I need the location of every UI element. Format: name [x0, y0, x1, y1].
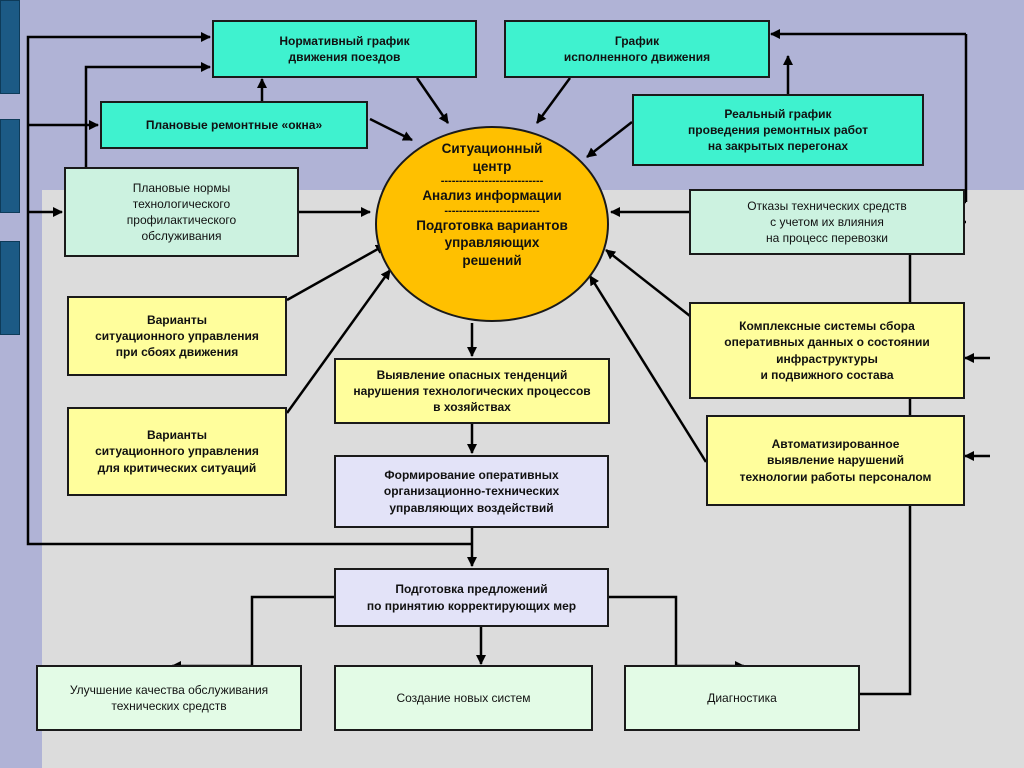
box-planned-norms: Плановые нормы технологического профилак…	[64, 167, 299, 257]
arrow-windows-to-center	[369, 117, 413, 142]
box-operational-actions: Формирование оперативных организационно-…	[334, 455, 609, 528]
arrow-proposals-to-quality	[171, 595, 334, 671]
arrow-actual-to-center	[535, 77, 572, 124]
box-real-repair-schedule: Реальный график проведения ремонтных раб…	[632, 94, 924, 166]
side-tab-3	[0, 241, 20, 335]
side-tab-1	[0, 0, 20, 94]
box-new-systems: Создание новых систем	[334, 665, 593, 731]
situational-center-text: Ситуационный центр ---------------------…	[378, 140, 606, 269]
center-line-4: Подготовка вариантов	[416, 217, 568, 233]
box-planned-windows: Плановые ремонтные «окна»	[100, 101, 368, 149]
arrow-complex-to-center	[605, 249, 691, 317]
center-line-1: Ситуационный	[441, 141, 543, 156]
box-variants-critical: Варианты ситуационного управления для кр…	[67, 407, 287, 496]
arrow-proposals-to-diagnostics	[609, 595, 745, 671]
situational-center-ellipse	[375, 126, 609, 322]
center-separator-1: ----------------------------	[440, 175, 544, 188]
box-variants-failures: Варианты ситуационного управления при сб…	[67, 296, 287, 376]
arrow-variants-fail-to-center	[286, 243, 386, 302]
arrow-automated-to-center	[588, 275, 708, 463]
arrow-variants-crit-to-center	[285, 269, 392, 414]
center-line-6: решений	[462, 252, 522, 268]
arrow-normative-to-center	[415, 77, 450, 124]
center-separator-2: --------------------------	[444, 204, 540, 217]
center-line-3: Анализ информации	[422, 188, 562, 204]
box-actual-movement: График исполненного движения	[504, 20, 770, 78]
box-quality-improvement: Улучшение качества обслуживания техничес…	[36, 665, 302, 731]
box-dangerous-trends: Выявление опасных тенденций нарушения те…	[334, 358, 610, 424]
box-diagnostics: Диагностика	[624, 665, 860, 731]
box-automated-detection: Автоматизированное выявление нарушений т…	[706, 415, 965, 506]
center-line-5: управляющих	[444, 235, 540, 251]
arrow-feedback-to-normative	[26, 32, 472, 546]
box-proposals: Подготовка предложений по принятию корре…	[334, 568, 609, 627]
side-tab-2	[0, 119, 20, 213]
box-complex-systems: Комплексные системы сбора оперативных да…	[689, 302, 965, 399]
center-line-2: центр	[472, 158, 512, 174]
box-failures: Отказы технических средств с учетом их в…	[689, 189, 965, 255]
arrow-real-to-center	[586, 121, 633, 158]
arrow-norms-to-normative	[84, 62, 211, 167]
box-normative-schedule: Нормативный график движения поездов	[212, 20, 477, 78]
